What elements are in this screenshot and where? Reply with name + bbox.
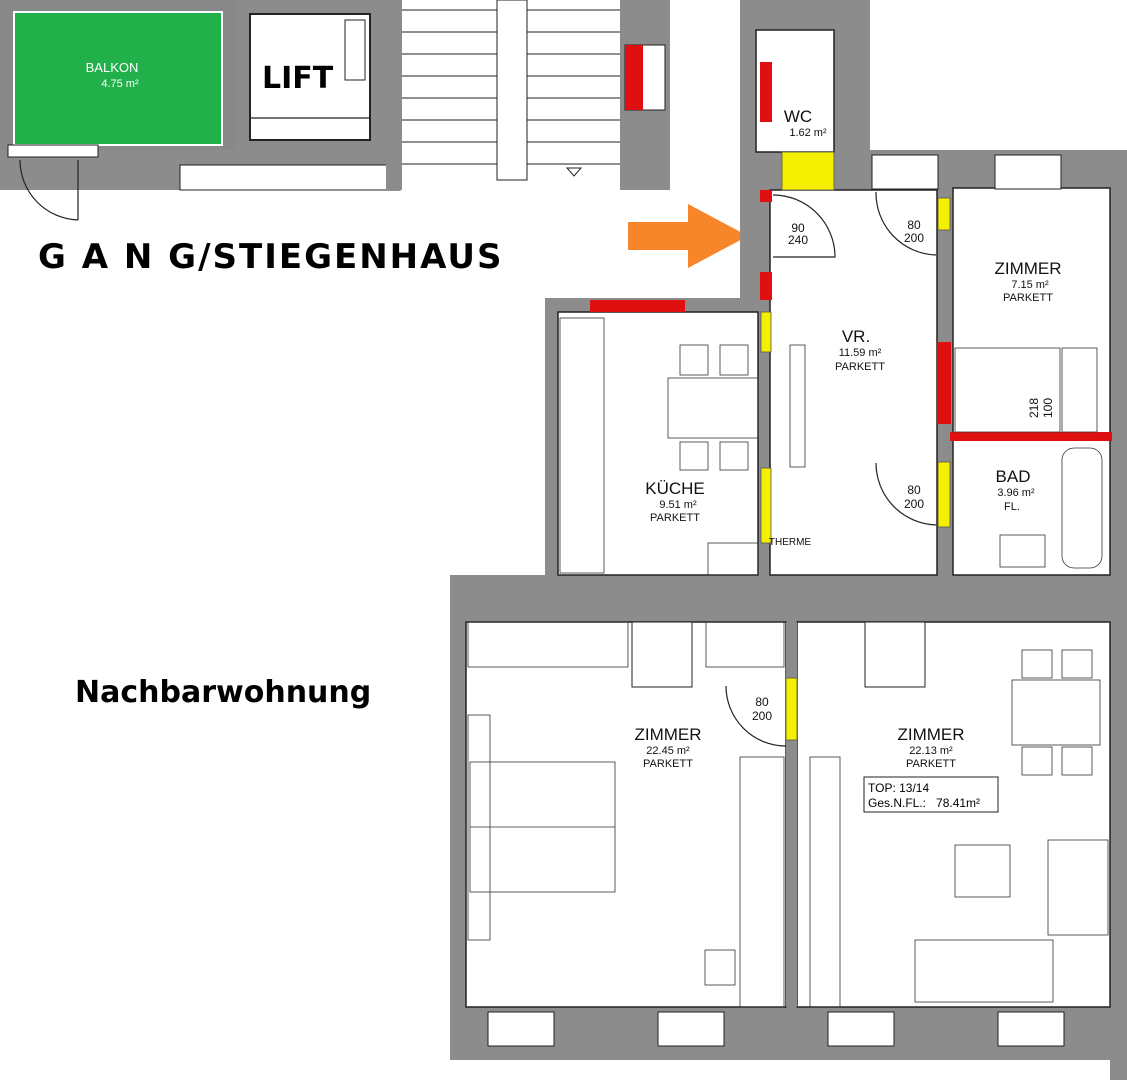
info-top: TOP: 13/14 bbox=[868, 781, 929, 795]
new-wall-marks bbox=[760, 151, 951, 741]
window bbox=[487, 1011, 555, 1047]
bed-length: 218 bbox=[1027, 398, 1041, 418]
zimmer-small-name: ZIMMER bbox=[994, 259, 1061, 278]
room-labels: WC 1.62 m² VR. 11.59 m² PARKETT ZIMMER 7… bbox=[634, 107, 1061, 770]
demolition-marks bbox=[590, 62, 1112, 441]
room-zimmer-right bbox=[796, 621, 1111, 1008]
kueche-area: 9.51 m² bbox=[659, 499, 697, 511]
balcony-area-label: 4.75 m² bbox=[101, 78, 139, 90]
bad-floor: FL. bbox=[1004, 501, 1020, 513]
bad-name: BAD bbox=[996, 467, 1031, 486]
windows bbox=[487, 154, 1065, 1047]
wc-area: 1.62 m² bbox=[789, 127, 827, 139]
zimmer-small-area: 7.15 m² bbox=[1011, 279, 1049, 291]
door-height: 200 bbox=[904, 231, 924, 245]
wc-name: WC bbox=[784, 107, 812, 126]
vr-name: VR. bbox=[842, 327, 870, 346]
therme-label: THERME bbox=[769, 537, 812, 548]
zimmer-left-name: ZIMMER bbox=[634, 725, 701, 744]
info-area: Ges.N.FL.: 78.41m² bbox=[868, 796, 980, 810]
bed-width: 100 bbox=[1041, 398, 1055, 418]
window bbox=[997, 1011, 1065, 1047]
entrance-arrow-icon bbox=[628, 204, 748, 268]
bad-area: 3.96 m² bbox=[997, 487, 1035, 499]
door-height: 200 bbox=[904, 497, 924, 511]
room-zimmer-small bbox=[952, 187, 1111, 436]
room-zimmer-left bbox=[465, 621, 787, 1008]
vr-floor: PARKETT bbox=[835, 361, 885, 373]
door-width: 80 bbox=[755, 695, 769, 709]
kueche-floor: PARKETT bbox=[650, 512, 700, 524]
window bbox=[827, 1011, 895, 1047]
balcony-area bbox=[13, 11, 223, 146]
zimmer-right-area: 22.13 m² bbox=[909, 745, 953, 757]
room-bad bbox=[952, 439, 1111, 576]
lift-label: LIFT bbox=[262, 61, 334, 96]
zimmer-left-area: 22.45 m² bbox=[646, 745, 690, 757]
doors bbox=[631, 191, 937, 747]
vr-area: 11.59 m² bbox=[839, 347, 882, 359]
zimmer-left-floor: PARKETT bbox=[643, 758, 693, 770]
zimmer-right-name: ZIMMER bbox=[897, 725, 964, 744]
window bbox=[994, 154, 1062, 190]
zimmer-right-floor: PARKETT bbox=[906, 758, 956, 770]
info-box: TOP: 13/14 Ges.N.FL.: 78.41m² bbox=[863, 776, 999, 813]
neighbor-label: Nachbarwohnung bbox=[75, 675, 371, 710]
furniture bbox=[467, 317, 1109, 1008]
corridor-label: G A N G/STIEGENHAUS bbox=[38, 237, 503, 277]
room-vr bbox=[769, 189, 938, 576]
door-width: 80 bbox=[907, 218, 921, 232]
staircase bbox=[386, 0, 670, 190]
entrance-door-height: 240 bbox=[788, 233, 808, 247]
lift: LIFT bbox=[236, 0, 386, 160]
entrance-door-width: 90 bbox=[791, 221, 805, 235]
room-kueche bbox=[557, 311, 759, 576]
door-width: 80 bbox=[907, 483, 921, 497]
window bbox=[871, 154, 939, 190]
kueche-name: KÜCHE bbox=[645, 479, 705, 498]
door-height: 200 bbox=[752, 709, 772, 723]
balcony-name: BALKON bbox=[86, 60, 139, 75]
zimmer-small-floor: PARKETT bbox=[1003, 292, 1053, 304]
window bbox=[657, 1011, 725, 1047]
